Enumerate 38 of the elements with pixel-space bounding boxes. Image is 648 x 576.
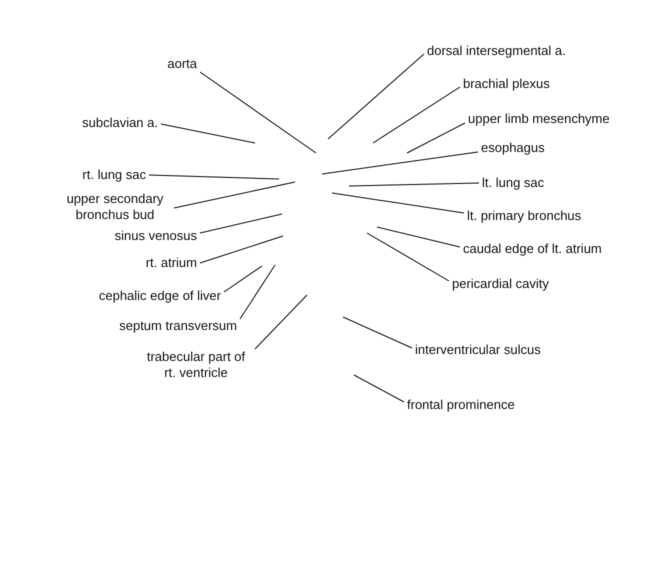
part-label: brachial plexus xyxy=(460,76,553,92)
leader-line xyxy=(200,236,284,264)
part-label: septum transversum xyxy=(116,318,240,334)
part-label: pericardial cavity xyxy=(449,276,552,292)
part-label: lt. lung sac xyxy=(479,175,548,191)
part-label: sinus venosus xyxy=(112,228,200,244)
leader-line xyxy=(200,214,282,234)
leader-line xyxy=(254,294,308,350)
part-label: dorsal intersegmental a. xyxy=(424,43,569,59)
leader-line xyxy=(406,122,466,154)
part-label: aorta xyxy=(164,56,200,72)
leader-line xyxy=(224,266,262,292)
part-label: esophagus xyxy=(478,140,548,156)
part-label: rt. lung sac xyxy=(79,167,149,183)
part-label: upper limb mesenchyme xyxy=(465,111,613,127)
leader-line xyxy=(342,316,412,348)
part-label: caudal edge of lt. atrium xyxy=(460,241,605,257)
leader-line xyxy=(328,54,424,140)
part-label: frontal prominence xyxy=(404,397,518,413)
part-label: interventricular sulcus xyxy=(412,342,544,358)
part-label: cephalic edge of liver xyxy=(96,288,224,304)
leader-line xyxy=(240,264,276,320)
leader-line xyxy=(348,182,480,186)
leader-line xyxy=(354,374,404,402)
leader-line xyxy=(160,124,256,144)
leader-line xyxy=(322,152,478,174)
leader-line xyxy=(376,226,460,248)
leader-line xyxy=(174,182,296,208)
part-label: subclavian a. xyxy=(79,115,161,131)
part-label: lt. primary bronchus xyxy=(464,208,584,224)
leader-line xyxy=(372,86,460,144)
leader-line xyxy=(148,174,280,180)
leader-line xyxy=(366,232,450,282)
leader-line xyxy=(200,72,316,154)
part-label: upper secondary bronchus bud xyxy=(56,191,174,223)
part-label: rt. atrium xyxy=(142,255,200,271)
part-label: trabecular part of rt. ventricle xyxy=(137,349,255,381)
leader-line xyxy=(332,192,464,214)
